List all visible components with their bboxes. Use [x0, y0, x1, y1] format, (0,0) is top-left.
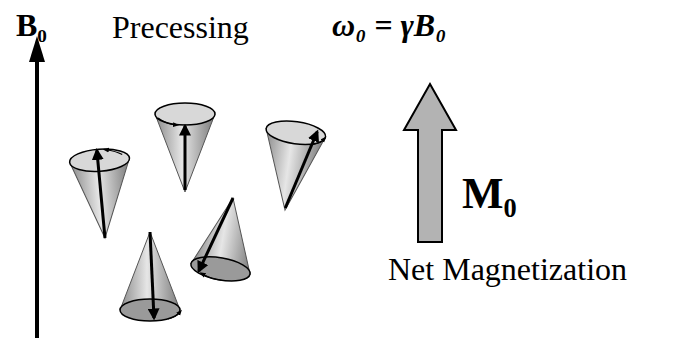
- caption-text: Precessing: [112, 10, 249, 45]
- caption-text: Net Magnetization: [388, 252, 627, 287]
- magnetization-label: M₀: [462, 170, 517, 218]
- precession-cone: [120, 232, 180, 321]
- precession-cone: [189, 193, 263, 285]
- precession-cone: [69, 147, 135, 240]
- precession-cone: [255, 118, 327, 214]
- field-arrow: [29, 36, 45, 338]
- formula-text: ω₀ = γB₀: [332, 8, 446, 43]
- field-label: B₀: [16, 8, 47, 43]
- magnetization-arrow: [404, 84, 456, 242]
- precession-cone: [155, 103, 215, 192]
